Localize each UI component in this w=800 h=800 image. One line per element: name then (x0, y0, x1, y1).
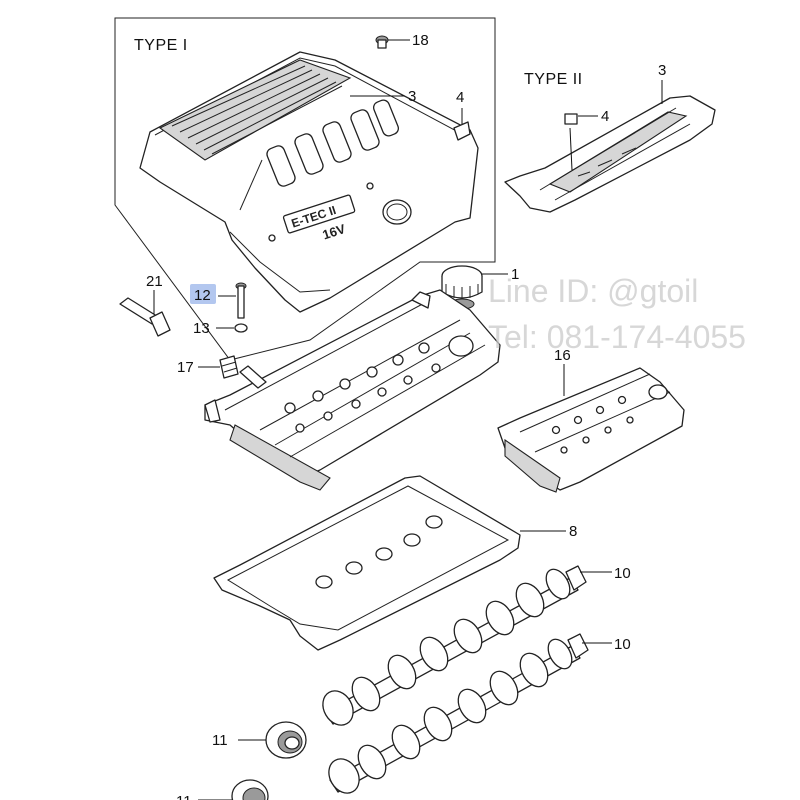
callout-18: 18 (412, 32, 429, 49)
callout-11-upper: 11 (212, 732, 228, 749)
callout-10-upper: 10 (614, 565, 631, 582)
part-12-bolt (218, 282, 247, 319)
part-18-bolt (375, 35, 410, 49)
callout-13: 13 (193, 320, 210, 337)
engine-cover-type2 (504, 80, 716, 213)
callout-4-type1: 4 (456, 89, 464, 106)
callout-11-lower: 11 (176, 793, 192, 800)
callout-3-type1: 3 (408, 88, 416, 105)
type2-label: TYPE II (524, 71, 583, 88)
part-11-oil-seal-lower (198, 779, 269, 800)
callout-12: 12 (194, 287, 211, 304)
watermark-phone: Tel: 081-174-4055 (488, 319, 746, 355)
part-8-gasket (213, 475, 566, 651)
engine-badge: E-TEC II 16V (282, 194, 356, 243)
part-10-camshaft-upper (322, 565, 612, 726)
callout-4-type2: 4 (601, 108, 609, 125)
callout-3-type2: 3 (658, 62, 666, 79)
part-21-pcv-pipe (119, 290, 267, 389)
part-11-oil-seal-upper (238, 721, 307, 759)
svg-text:16V: 16V (321, 221, 348, 243)
callout-8: 8 (569, 523, 577, 540)
callout-12-highlight (190, 284, 216, 304)
part-10-camshaft-lower (328, 633, 612, 794)
callout-10-lower: 10 (614, 636, 631, 653)
part-17-grommet (198, 355, 239, 379)
part-16-valve-cover (497, 364, 685, 493)
engine-cover-type1: E-TEC II 16V (139, 51, 479, 313)
callout-16: 16 (554, 347, 571, 364)
valve-cover (204, 289, 501, 491)
callout-17: 17 (177, 359, 194, 376)
part-13-washer (216, 323, 248, 333)
callout-21: 21 (146, 273, 163, 290)
part-4-stud-type1 (453, 108, 471, 141)
callout-1: 1 (511, 266, 519, 283)
type1-frame (114, 17, 496, 361)
part-1-oil-cap (441, 265, 508, 310)
type1-label: TYPE I (134, 37, 188, 54)
watermark-line-id: Line ID: @gtoil (488, 273, 698, 309)
